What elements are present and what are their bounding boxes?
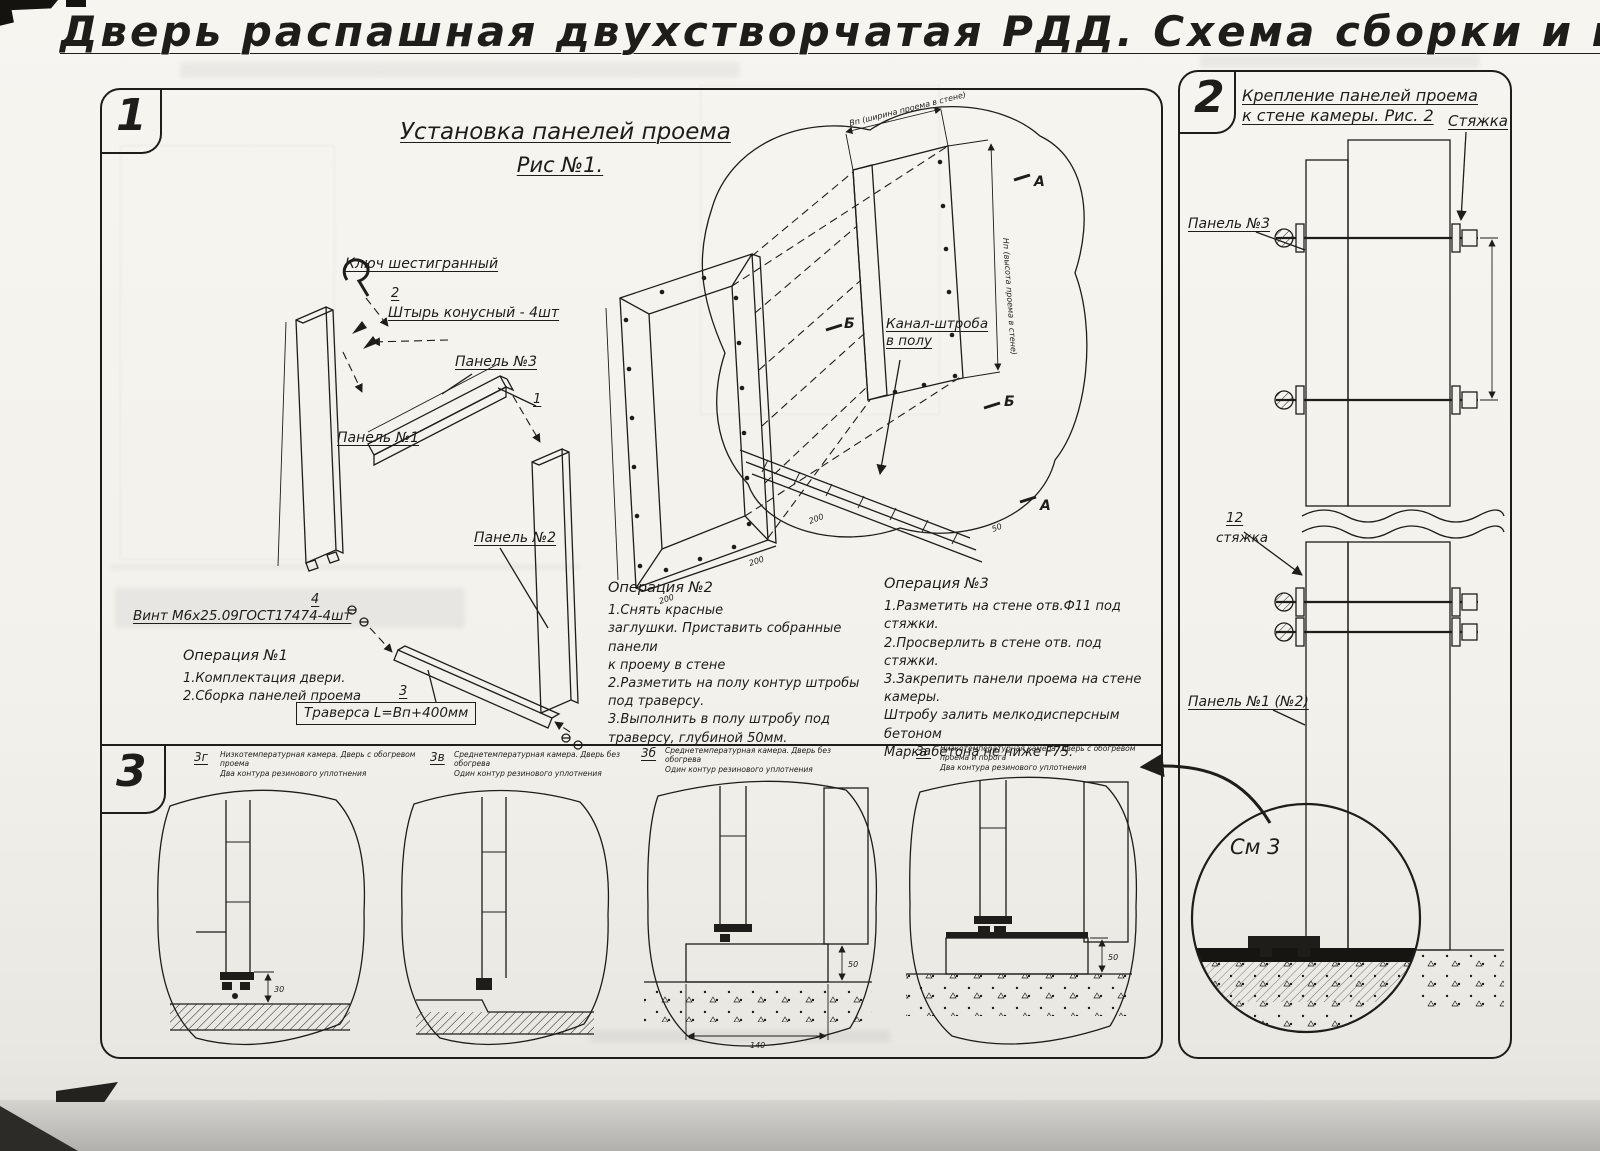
label-tie: Стяжка <box>1448 112 1508 130</box>
svg-text:200: 200 <box>748 555 765 568</box>
sheet-title: Дверь распашная двухстворчатая РДД. Схем… <box>60 7 1600 56</box>
svg-text:200: 200 <box>807 512 824 526</box>
scanner-bed <box>0 1100 1600 1151</box>
detail-3v-caption: Среднетемпературная камера. Дверь без об… <box>454 750 621 778</box>
operation1-steps: 1.Комплектация двери. 2.Сборка панелей п… <box>183 671 361 705</box>
bleed-through-ghost <box>180 62 740 78</box>
label-panel2: Панель №2 <box>474 530 556 546</box>
section1-badge: 1 <box>102 90 162 154</box>
section2-drawing <box>1190 131 1505 1034</box>
label-cone-pin: Штырь конусный - 4шт <box>388 305 560 321</box>
figure1-title: Установка панелей проема <box>400 119 731 145</box>
detail-3g-drawing: 30 <box>157 789 366 1046</box>
assembled-frame-view: 200 200 <box>605 253 777 606</box>
operation1-block: Операция №1 1.Комплектация двери. 2.Сбор… <box>183 646 403 707</box>
label-floor-channel: Канал-штроба в полу <box>886 316 989 349</box>
detail-3v-id: 3в <box>430 750 445 764</box>
label-screw: Винт М6х25.09ГОСТ17474-4шт <box>133 608 352 624</box>
operation3-block: Операция №3 1.Разметить на стене отв.Ф11… <box>884 574 1164 762</box>
anchor-dots <box>892 159 958 395</box>
section1-drawing: 200 200 Вп (ширина п <box>277 90 1088 750</box>
pos-number-12: 12 <box>1226 510 1244 526</box>
svg-text:Вп (ширина проема в стене): Вп (ширина проема в стене) <box>848 90 967 128</box>
pos-number-3: 3 <box>399 684 408 699</box>
section2-badge: 2 <box>1180 72 1236 134</box>
label-panel3-fig2: Панель №3 <box>1188 216 1270 232</box>
label-panel3: Панель №3 <box>455 354 537 370</box>
section3-badge: 3 <box>102 746 166 814</box>
bolt-dots <box>623 275 752 573</box>
operation2-steps: 1.Снять красные заглушки. Приставить соб… <box>608 603 860 746</box>
detail-3b-drawing: 50 140 <box>644 780 878 1050</box>
scan-artifact <box>0 0 58 26</box>
bleed-through-ghost <box>110 565 580 569</box>
section2-panel <box>1178 70 1512 1059</box>
channel-hatch <box>761 459 959 545</box>
detail-3v-drawing <box>401 789 610 1046</box>
detail-3b-id: 3б <box>641 746 657 760</box>
tie-bolts <box>1274 223 1498 647</box>
pos-number-4: 4 <box>311 592 320 607</box>
pos-number-2: 2 <box>391 286 400 301</box>
pos-number-1: 1 <box>533 392 542 407</box>
detail-3a-drawing: 50 <box>906 776 1138 1045</box>
operation1-title: Операция №1 <box>183 648 288 664</box>
svg-text:50: 50 <box>848 960 858 969</box>
projection-lines <box>731 145 963 539</box>
operation3-steps: 1.Разметить на стене отв.Ф11 под стяжки.… <box>884 599 1142 760</box>
screw-glyphs <box>347 605 583 750</box>
detail-3a-id: 3а <box>916 744 931 758</box>
exploded-panels-view <box>277 258 583 750</box>
wall-and-panel-section <box>1301 139 1505 951</box>
bleed-through-ghost <box>700 85 940 415</box>
svg-text:А: А <box>1033 174 1045 190</box>
svg-text:А: А <box>1039 498 1051 514</box>
figure2-title: Крепление панелей проема к стене камеры.… <box>1242 86 1478 125</box>
operation3-title: Операция №3 <box>884 576 989 592</box>
svg-text:Б: Б <box>844 316 855 332</box>
label-panel1: Панель №1 <box>337 430 419 446</box>
label-hex-key: Ключ шестигранный <box>345 256 499 272</box>
svg-text:50: 50 <box>990 522 1003 534</box>
label-see-detail3: См 3 <box>1230 835 1281 859</box>
svg-text:Нп (высота проема в стене): Нп (высота проема в стене) <box>1001 238 1018 356</box>
label-traverse: Траверса L=Bп+400мм <box>296 702 477 725</box>
label-leaders <box>1243 131 1467 726</box>
detail-3a-caption: Низкотемпературная камера. Дверь с обогр… <box>940 744 1136 772</box>
label-panel12: Панель №1 (№2) <box>1188 694 1309 710</box>
figure1-subtitle: Рис №1. <box>516 153 604 177</box>
scan-artifact <box>56 1082 118 1102</box>
scan-artifact <box>66 0 86 7</box>
svg-text:200: 200 <box>658 593 675 606</box>
detail-3g-id: 3г <box>194 750 208 764</box>
door-leaf-section <box>196 800 254 999</box>
floor-detail <box>1192 936 1420 1032</box>
detail-3g-caption: Низкотемпературная камера. Дверь с обогр… <box>220 750 416 778</box>
svg-text:140: 140 <box>750 1041 765 1050</box>
operation2-title: Операция №2 <box>608 580 713 596</box>
door-leaf-section <box>714 786 752 942</box>
section1-panel <box>100 88 1163 1059</box>
bleed-through-ghost <box>115 588 465 628</box>
svg-text:50: 50 <box>1108 953 1118 962</box>
see-detail-arrow <box>1139 753 1272 824</box>
operation2-block: Операция №2 1.Снять красные заглушки. Пр… <box>608 578 883 748</box>
door-leaf-section <box>476 797 507 990</box>
svg-text:Б: Б <box>1004 394 1015 410</box>
detail-3b-caption: Среднетемпературная камера. Дверь без об… <box>665 746 832 774</box>
bleed-through-ghost <box>1200 55 1480 68</box>
svg-text:30: 30 <box>274 985 284 994</box>
section-divider <box>100 744 1163 746</box>
door-leaf-section <box>974 780 1012 934</box>
label-tie-mid: стяжка <box>1216 530 1268 546</box>
